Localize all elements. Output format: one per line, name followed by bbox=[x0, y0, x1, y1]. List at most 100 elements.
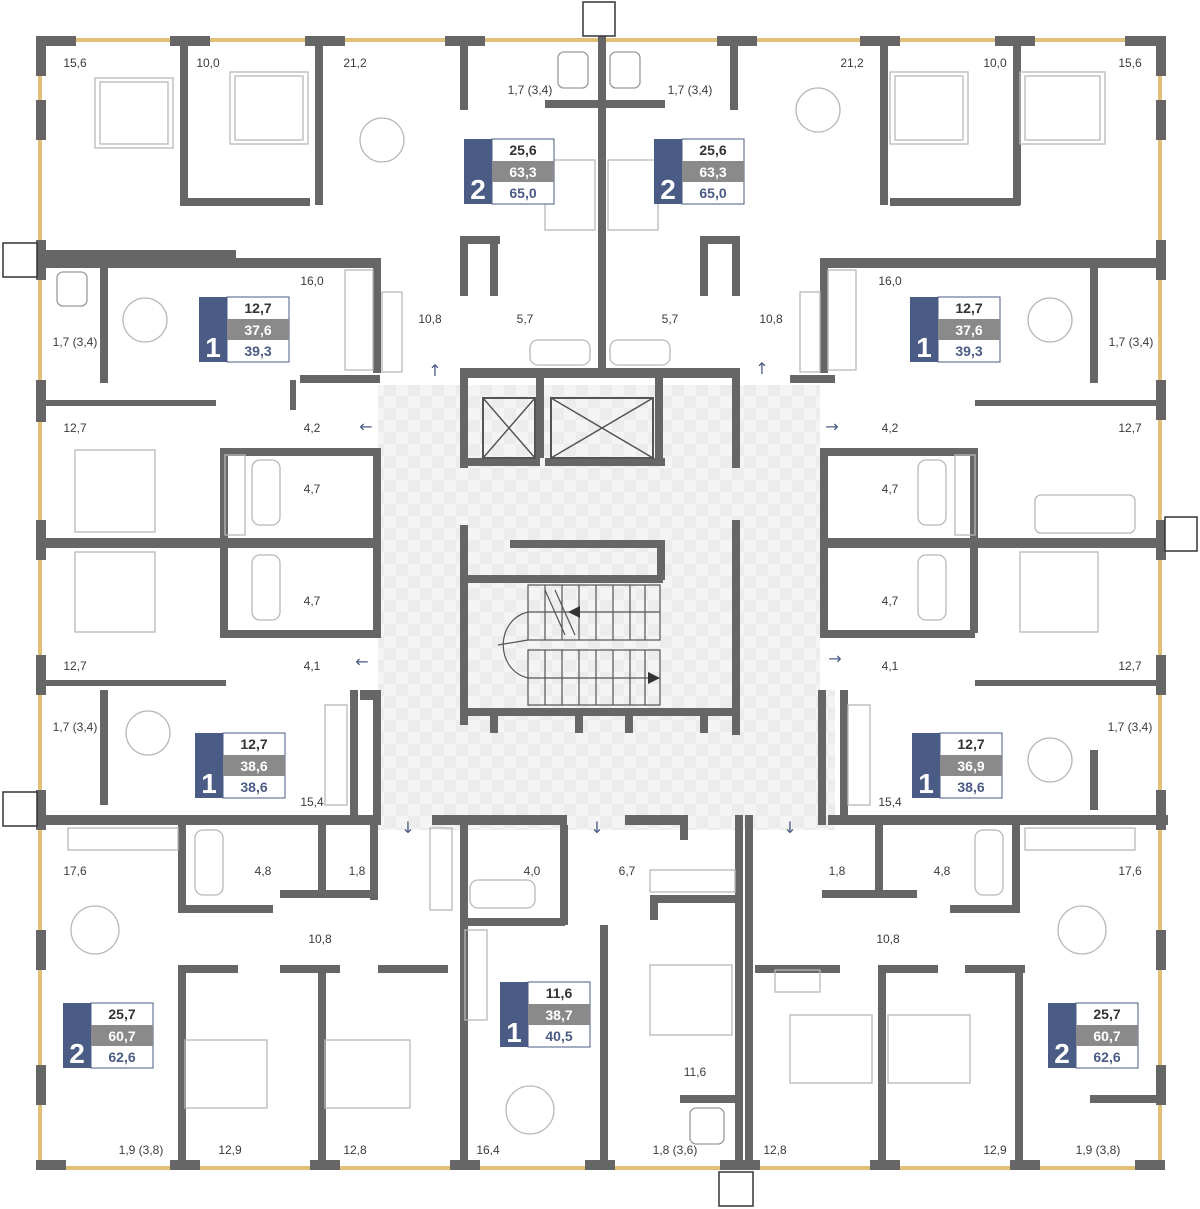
furniture bbox=[56, 51, 1136, 1145]
room-label: 15,6 bbox=[63, 56, 87, 70]
room-label: 1,8 bbox=[349, 864, 366, 878]
room-label: 12,7 bbox=[1118, 659, 1142, 673]
room-label: 1,8 (3,6) bbox=[653, 1143, 698, 1157]
room-label: 4,7 bbox=[304, 482, 321, 496]
apartment-card: 225,760,762,6 bbox=[63, 1002, 154, 1069]
room-label: 4,7 bbox=[882, 594, 899, 608]
card-accent bbox=[63, 1003, 91, 1068]
core-hall bbox=[378, 385, 835, 830]
room-label: 12,7 bbox=[1118, 421, 1142, 435]
room-label: 1,9 (3,8) bbox=[119, 1143, 164, 1157]
card-grey-band bbox=[227, 319, 289, 340]
room-label: 1,7 (3,4) bbox=[53, 720, 98, 734]
room-label: 16,4 bbox=[476, 1143, 500, 1157]
room-label: 21,2 bbox=[840, 56, 864, 70]
room-label: 21,2 bbox=[343, 56, 367, 70]
elevator-shafts bbox=[482, 397, 654, 459]
room-label: 4,1 bbox=[882, 659, 899, 673]
arrow-down-icon: ↓ bbox=[401, 818, 414, 837]
room-label: 4,8 bbox=[255, 864, 272, 878]
room-label: 1,7 (3,4) bbox=[53, 335, 98, 349]
room-label: 11,6 bbox=[684, 1065, 707, 1079]
staircase bbox=[497, 584, 661, 706]
apartment-total-area: 62,6 bbox=[1093, 1049, 1120, 1065]
card-accent bbox=[910, 297, 938, 362]
room-label: 10,8 bbox=[876, 932, 900, 946]
apartment-area: 37,6 bbox=[244, 322, 271, 338]
apartment-card: 2 25,7 60,7 62,6 bbox=[1048, 1002, 1139, 1069]
apartment-card: 112,737,639,3 bbox=[199, 296, 290, 363]
card-grey-band bbox=[682, 161, 744, 182]
apartment-card: 112,738,638,6 bbox=[195, 732, 286, 799]
apartment-living-area: 11,6 bbox=[546, 985, 573, 1001]
apartment-rooms: 1 bbox=[205, 332, 221, 363]
apartment-total-area: 39,3 bbox=[955, 343, 982, 359]
arrow-right-icon: → bbox=[828, 649, 841, 668]
apartment-living-area: 25,6 bbox=[699, 142, 726, 158]
room-label: 10,8 bbox=[308, 932, 332, 946]
room-label: 5,7 bbox=[517, 312, 534, 326]
apartment-rooms: 1 bbox=[506, 1017, 522, 1048]
apartment-rooms: 2 bbox=[660, 174, 676, 205]
room-label: 10,8 bbox=[759, 312, 783, 326]
arrow-right-icon: → bbox=[825, 417, 838, 436]
apartment-area: 38,7 bbox=[545, 1007, 572, 1023]
arrow-down-icon: ↓ bbox=[590, 818, 603, 837]
apartment-area: 37,6 bbox=[955, 322, 982, 338]
apartment-living-area: 12,7 bbox=[240, 736, 267, 752]
room-label: 12,9 bbox=[983, 1143, 1007, 1157]
room-label: 4,0 bbox=[524, 864, 541, 878]
room-label: 4,7 bbox=[304, 594, 321, 608]
room-label: 12,7 bbox=[63, 421, 87, 435]
apartment-living-area: 12,7 bbox=[955, 300, 982, 316]
apartment-rooms: 2 bbox=[470, 174, 486, 205]
apartment-total-area: 65,0 bbox=[509, 185, 536, 201]
apartment-card: 225,663,365,0 bbox=[464, 138, 555, 205]
apartment-total-area: 38,6 bbox=[957, 779, 984, 795]
room-label: 15,6 bbox=[1118, 56, 1142, 70]
card-accent bbox=[654, 139, 682, 204]
entry-arrows: ↑ ↑ ← → ← → ↓ ↓ ↓ bbox=[355, 359, 841, 837]
room-labels: 15,6 10,0 21,2 1,7 (3,4) 1,7 (3,4) 21,2 … bbox=[53, 56, 1154, 1157]
room-label: 15,4 bbox=[300, 795, 324, 809]
apartment-rooms: 2 bbox=[1054, 1038, 1070, 1069]
room-label: 4,7 bbox=[882, 482, 899, 496]
room-label: 12,7 bbox=[63, 659, 87, 673]
apartment-total-area: 38,6 bbox=[240, 779, 267, 795]
room-label: 1,7 (3,4) bbox=[508, 83, 553, 97]
apartment-living-area: 25,7 bbox=[1093, 1006, 1120, 1022]
room-label: 1,7 (3,4) bbox=[1108, 720, 1153, 734]
room-label: 12,8 bbox=[343, 1143, 367, 1157]
arrow-up-icon: ↑ bbox=[755, 359, 768, 378]
card-grey-band bbox=[223, 755, 285, 776]
room-label: 12,8 bbox=[763, 1143, 787, 1157]
room-label: 4,1 bbox=[304, 659, 321, 673]
room-label: 4,2 bbox=[304, 421, 321, 435]
walls bbox=[36, 20, 1168, 1170]
apartment-rooms: 1 bbox=[201, 768, 217, 799]
card-accent bbox=[199, 297, 227, 362]
room-label: 1,7 (3,4) bbox=[668, 83, 713, 97]
apartment-rooms: 1 bbox=[918, 768, 934, 799]
card-grey-band bbox=[940, 755, 1002, 776]
card-grey-band bbox=[91, 1025, 153, 1046]
room-label: 4,2 bbox=[882, 421, 899, 435]
room-label: 6,7 bbox=[619, 864, 636, 878]
room-label: 5,7 bbox=[662, 312, 679, 326]
card-accent bbox=[195, 733, 223, 798]
apartment-living-area: 25,7 bbox=[108, 1006, 135, 1022]
room-label: 4,8 bbox=[934, 864, 951, 878]
card-accent bbox=[500, 982, 528, 1047]
card-accent bbox=[912, 733, 940, 798]
apartment-card: 225,663,365,0 bbox=[654, 138, 745, 205]
apartment-rooms: 2 bbox=[69, 1038, 85, 1069]
card-accent bbox=[1048, 1003, 1076, 1068]
apartment-area: 60,7 bbox=[1093, 1028, 1120, 1044]
apartment-area: 63,3 bbox=[699, 164, 726, 180]
card-grey-band bbox=[492, 161, 554, 182]
room-label: 10,0 bbox=[983, 56, 1007, 70]
apartment-area: 63,3 bbox=[509, 164, 536, 180]
room-label: 15,4 bbox=[878, 795, 902, 809]
apartment-card: 112,737,639,3 bbox=[910, 296, 1001, 363]
